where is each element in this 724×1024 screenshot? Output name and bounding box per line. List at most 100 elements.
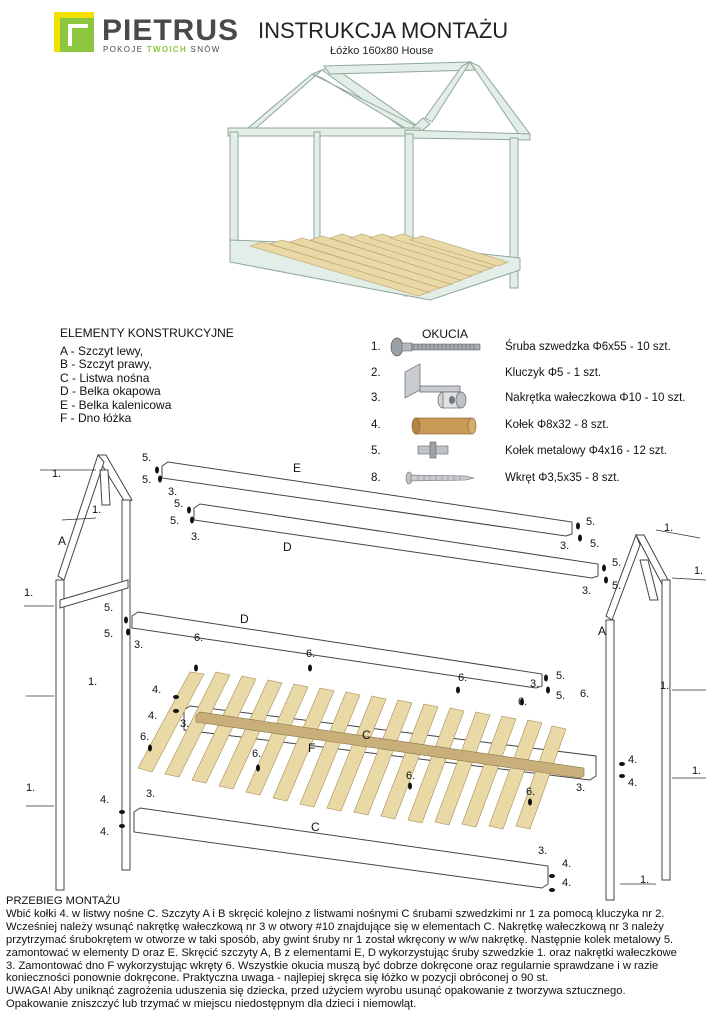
callout-6: 6. bbox=[518, 696, 528, 708]
callout-3: 3. bbox=[582, 585, 592, 597]
callout-5: 5. bbox=[142, 474, 152, 486]
hardware-number: 2. bbox=[371, 367, 381, 379]
callout-5: 5. bbox=[612, 557, 622, 569]
callout-6: 6. bbox=[140, 731, 150, 743]
hardware-description: Kołek Φ8x32 - 8 szt. bbox=[505, 419, 609, 431]
assembly-step-text: Wbić kołki 4. w listwy nośne C. Szczyty … bbox=[6, 907, 665, 920]
callout-6: 6. bbox=[306, 648, 316, 660]
structural-elements-heading: ELEMENTY KONSTRUKCYJNE bbox=[60, 326, 234, 340]
callout-1: 1. bbox=[24, 587, 34, 599]
assembly-step-text: 3. Zamontować dno F wykorzystując wkręty… bbox=[6, 959, 659, 972]
assembly-pins bbox=[119, 466, 625, 892]
brand-tagline: POKOJE TWOICH SNÓW bbox=[103, 45, 221, 54]
callout-1: 1. bbox=[640, 874, 650, 886]
brand-logo-icon bbox=[54, 12, 94, 52]
callout-3: 3. bbox=[191, 531, 201, 543]
callout-5: 5. bbox=[104, 628, 114, 640]
callout-4: 4. bbox=[100, 794, 110, 806]
gable-A-right bbox=[605, 533, 671, 901]
assembly-heading: PRZEBIEG MONTAŻU bbox=[6, 895, 121, 907]
part-label-A: A bbox=[598, 624, 607, 638]
wood-screw-icon bbox=[405, 471, 475, 485]
callout-5: 5. bbox=[556, 670, 566, 682]
callout-1: 1. bbox=[52, 468, 62, 480]
callout-5: 5. bbox=[174, 498, 184, 510]
callout-5: 5. bbox=[556, 690, 566, 702]
hardware-number: 4. bbox=[371, 419, 381, 431]
callout-3: 3. bbox=[168, 486, 178, 498]
dimension-arrows bbox=[24, 469, 707, 885]
callout-3: 3. bbox=[538, 845, 548, 857]
hardware-description: Kołek metalowy Φ4x16 - 12 szt. bbox=[505, 445, 667, 457]
part-label-C: C bbox=[311, 820, 320, 834]
part-label-D: D bbox=[240, 612, 249, 626]
barrel-nut-icon bbox=[437, 391, 467, 409]
assembly-step-text: zamontować w elementy D oraz E. Skręcić … bbox=[6, 946, 677, 959]
part-label-E: E bbox=[293, 461, 302, 475]
callout-3: 3. bbox=[560, 540, 570, 552]
element-item: C - Listwa nośna bbox=[60, 370, 150, 385]
assembly-step-text: Wcześniej należy wsunąć nakrętkę wałeczk… bbox=[6, 920, 664, 933]
element-item: F - Dno łóżka bbox=[60, 411, 132, 425]
assembly-step-text: konieczności ponownie dokręcone. Praktyc… bbox=[6, 972, 549, 985]
beam-D-lower bbox=[131, 611, 543, 689]
element-item: D - Belka okapowa bbox=[60, 384, 161, 398]
callout-4: 4. bbox=[100, 826, 110, 838]
callout-3: 3. bbox=[146, 788, 156, 800]
part-label-C: C bbox=[362, 728, 371, 742]
hardware-description: Nakrętka wałeczkowa Φ10 - 10 szt. bbox=[505, 392, 686, 404]
safety-warning: UWAGA! Aby uniknąć zagrożenia uduszenia … bbox=[6, 985, 626, 998]
hardware-description: Śruba szwedzka Φ6x55 - 10 szt. bbox=[505, 341, 671, 353]
part-label-D: D bbox=[283, 540, 292, 554]
rail-C-front bbox=[133, 807, 549, 889]
callout-6: 6. bbox=[526, 786, 536, 798]
wooden-dowel-icon bbox=[411, 417, 477, 435]
slats-render bbox=[249, 233, 509, 297]
callout-6: 6. bbox=[580, 688, 590, 700]
callout-6: 6. bbox=[252, 748, 262, 760]
callout-4: 4. bbox=[628, 754, 638, 766]
callout-1: 1. bbox=[26, 782, 36, 794]
hardware-number: 8. bbox=[371, 472, 381, 484]
callout-3: 3. bbox=[180, 718, 190, 730]
bolt-icon bbox=[390, 337, 481, 357]
callout-1: 1. bbox=[664, 522, 674, 534]
assembly-step-text: przytrzymać śrubokrętem w otworze w taki… bbox=[6, 933, 674, 946]
callout-5: 5. bbox=[142, 452, 152, 464]
callout-5: 5. bbox=[104, 602, 114, 614]
callout-1: 1. bbox=[88, 676, 98, 688]
gable-A bbox=[55, 454, 133, 891]
brand-name: PIETRUS bbox=[102, 14, 240, 47]
callout-1: 1. bbox=[694, 565, 704, 577]
allen-key-icon bbox=[404, 363, 461, 399]
beam-E bbox=[161, 461, 573, 537]
assembly-instructions: PRZEBIEG MONTAŻU Wbić kołki 4. w listwy … bbox=[6, 895, 720, 1011]
hardware-description: Kluczyk Φ5 - 1 szt. bbox=[505, 367, 602, 379]
product-name: Łóżko 160x80 House bbox=[330, 45, 434, 57]
callout-5: 5. bbox=[590, 538, 600, 550]
callout-4: 4. bbox=[562, 877, 572, 889]
callout-5: 5. bbox=[586, 516, 596, 528]
metal-pin-icon bbox=[417, 441, 449, 459]
hardware-number: 3. bbox=[371, 392, 381, 404]
callout-1: 1. bbox=[692, 765, 702, 777]
structural-elements-list: ELEMENTY KONSTRUKCYJNE A - Szczyt lewy, … bbox=[60, 326, 234, 426]
callout-3: 3. bbox=[576, 782, 586, 794]
slat-runners bbox=[195, 711, 585, 779]
element-item: E - Belka kalenicowa bbox=[60, 397, 172, 412]
slat-base-F bbox=[137, 671, 567, 830]
beam-D-upper bbox=[193, 503, 599, 579]
callout-6: 6. bbox=[458, 672, 468, 684]
callout-4: 4. bbox=[148, 710, 158, 722]
hardware-description: Wkręt Φ3,5x35 - 8 szt. bbox=[505, 472, 620, 484]
callout-5: 5. bbox=[170, 515, 180, 527]
element-item: B - Szczyt prawy, bbox=[60, 357, 152, 371]
document-title: INSTRUKCJA MONTAŻU bbox=[258, 18, 509, 43]
callout-1: 1. bbox=[660, 680, 670, 692]
callout-6: 6. bbox=[406, 770, 416, 782]
callout-4: 4. bbox=[628, 777, 638, 789]
hardware-heading: OKUCIA bbox=[422, 327, 469, 341]
callout-3: 3. bbox=[134, 639, 144, 651]
callout-3: 3. bbox=[530, 678, 540, 690]
